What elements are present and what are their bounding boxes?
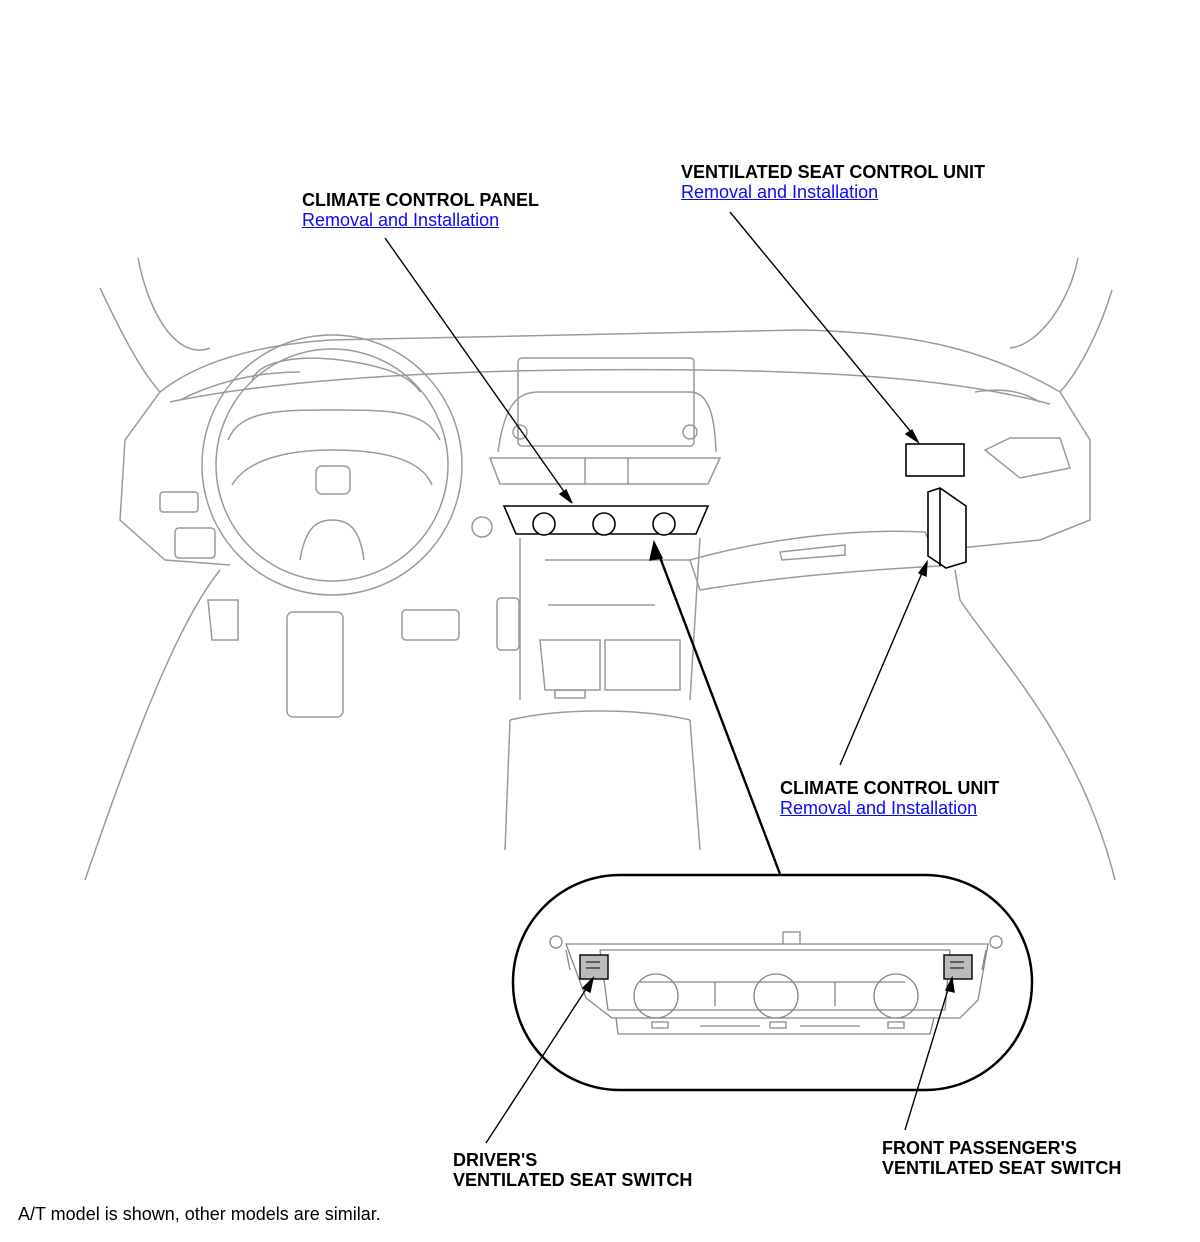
inset-detail <box>511 873 1034 1092</box>
left-a-pillar-outer <box>99 287 161 393</box>
steering-wheel-inner <box>215 348 449 582</box>
drivers-switch-line2: VENTILATED SEAT SWITCH <box>453 1170 693 1190</box>
drivers-switch-line1: DRIVER'S <box>453 1150 538 1170</box>
passenger-switch-callout: FRONT PASSENGER'S VENTILATED SEAT SWITCH <box>882 1138 1121 1178</box>
right-floor <box>954 569 1116 881</box>
right-a-pillar <box>1009 257 1079 349</box>
footer-note: A/T model is shown, other models are sim… <box>18 1204 381 1224</box>
climate-control-unit-callout: CLIMATE CONTROL UNIT Removal and Install… <box>780 778 999 818</box>
drivers-switch-callout: DRIVER'S VENTILATED SEAT SWITCH <box>453 1150 692 1190</box>
center-vents <box>488 457 722 485</box>
ventilated-seat-control-unit-title: VENTILATED SEAT CONTROL UNIT <box>681 162 985 182</box>
left-a-pillar <box>137 257 211 351</box>
dash-brow <box>169 368 1051 405</box>
pedal-left <box>286 611 344 718</box>
climate-control-unit-graphic <box>927 487 967 569</box>
pedal-right <box>496 597 520 651</box>
climate-control-unit-link[interactable]: Removal and Installation <box>780 798 978 818</box>
dash-top <box>159 329 1061 393</box>
climate-control-unit-title: CLIMATE CONTROL UNIT <box>780 778 1000 798</box>
climate-control-panel-callout: CLIMATE CONTROL PANEL Removal and Instal… <box>302 190 539 230</box>
ventilated-seat-control-unit-callout: VENTILATED SEAT CONTROL UNIT Removal and… <box>681 162 985 202</box>
center-console <box>504 710 701 851</box>
climate-control-panel-title: CLIMATE CONTROL PANEL <box>302 190 539 210</box>
climate-control-panel-graphic <box>502 505 710 536</box>
passenger-switch-line2: VENTILATED SEAT SWITCH <box>882 1158 1122 1178</box>
passenger-switch-graphic <box>943 954 973 980</box>
right-a-pillar-outer <box>1059 289 1113 393</box>
infotainment-screen <box>517 357 695 447</box>
drivers-switch-graphic <box>579 954 609 980</box>
climate-control-panel-link[interactable]: Removal and Installation <box>302 210 500 230</box>
passenger-switch-line1: FRONT PASSENGER'S <box>882 1138 1077 1158</box>
left-floor <box>84 569 221 881</box>
steering-wheel-outer <box>201 334 463 596</box>
leader-lines <box>384 211 955 1144</box>
ventilated-seat-control-unit-graphic <box>905 443 965 477</box>
glovebox <box>689 530 942 591</box>
pedal-center <box>401 609 460 641</box>
ventilated-seat-control-unit-link[interactable]: Removal and Installation <box>681 182 879 202</box>
